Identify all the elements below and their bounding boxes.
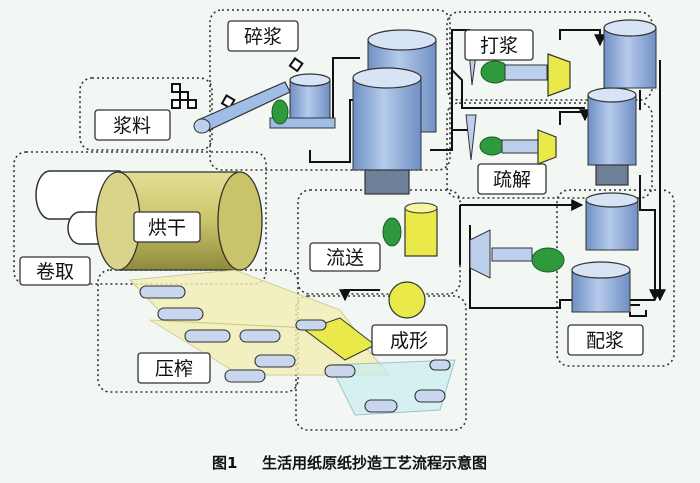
- beating-equipment: [467, 19, 657, 97]
- drying-label: 烘干: [148, 217, 186, 239]
- pulp-tank-front: [352, 67, 422, 195]
- material-label: 浆料: [113, 115, 151, 137]
- material-blocks: [171, 57, 304, 110]
- press-rolls: [139, 285, 451, 413]
- beating-label-box: [464, 29, 534, 61]
- forming-label-box: [371, 324, 448, 356]
- beating-label: 打浆: [480, 35, 518, 57]
- pulper: [269, 73, 336, 129]
- mixing-label: 配浆: [586, 330, 624, 352]
- reeling-drying-group-outline: [13, 151, 267, 285]
- deflaking-equipment: [465, 87, 637, 186]
- material-label-box: [94, 109, 171, 141]
- forming-group-outline: [295, 295, 467, 431]
- pulping-label-box: [227, 20, 299, 52]
- forming-label: 成形: [390, 330, 428, 352]
- mixing-label-box: [567, 324, 644, 356]
- flow-label: 流送: [326, 247, 364, 269]
- flow-equipment: [382, 202, 565, 319]
- mixing-tanks: [571, 192, 639, 313]
- drying-label-box: [133, 211, 201, 243]
- reeling-label-box: [19, 256, 91, 286]
- deflaking-label: 疏解: [493, 169, 531, 191]
- deflaking-label-box: [477, 163, 547, 195]
- flow-label-box: [309, 242, 381, 272]
- pressing-group-outline: [97, 269, 299, 393]
- mixing-group-outline: [556, 189, 675, 367]
- figure-number: 图1: [212, 454, 237, 472]
- deflaking-group-outline: [446, 102, 653, 199]
- pulping-label: 碎浆: [244, 26, 282, 48]
- pressing-label: 压榨: [155, 358, 193, 380]
- pressing-label-box: [137, 352, 211, 384]
- figure-caption: 生活用纸原纸抄造工艺流程示意图: [262, 454, 487, 472]
- reeling-label: 卷取: [36, 261, 74, 283]
